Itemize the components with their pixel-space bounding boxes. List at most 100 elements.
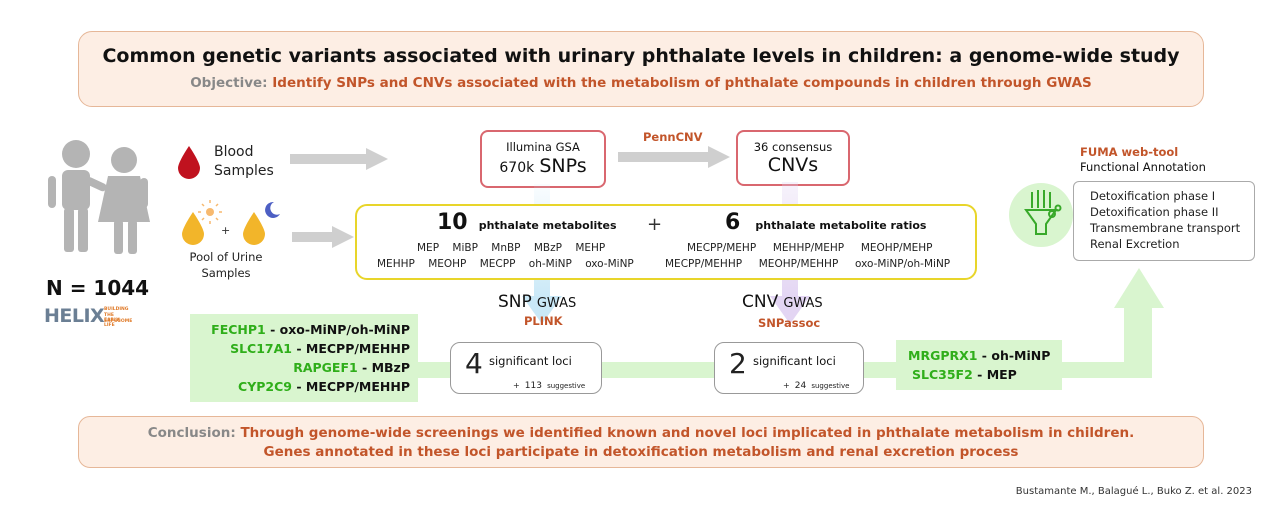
snp-genes-panel: FECHP1 - oxo-MiNP/oh-MiNP SLC17A1 - MECP… xyxy=(190,314,418,402)
gene-sep: - xyxy=(291,379,306,394)
snp-suggestive-text: suggestive xyxy=(547,382,586,390)
urine-label-1: Pool of Urine xyxy=(189,250,263,264)
gene-trait: oxo-MiNP/oh-MiNP xyxy=(279,322,410,337)
blood-label-2: Samples xyxy=(214,163,274,179)
cnv-loci-text: significant loci xyxy=(753,354,836,368)
annotation-funnel-icon xyxy=(1009,183,1073,247)
flow-arrow-up-icon xyxy=(1114,268,1164,308)
cnv-genes-panel: MRGPRX1 - oh-MiNP SLC35F2 - MEP xyxy=(896,340,1062,390)
cnv-gene-row: MRGPRX1 - oh-MiNP xyxy=(908,348,1050,363)
citation: Bustamante M., Balagué L., Buko Z. et al… xyxy=(1015,486,1252,497)
gene-name: RAPGEF1 xyxy=(293,360,358,375)
snp-suggestive: + 113 suggestive xyxy=(513,373,585,392)
metabolite: MECPP xyxy=(479,258,516,270)
urine-drops-icon xyxy=(182,200,280,245)
snp-gene-row: FECHP1 - oxo-MiNP/oh-MiNP xyxy=(211,322,410,337)
blood-drop-icon xyxy=(178,146,200,179)
cnv-gwas-a: CNV xyxy=(742,292,779,312)
urine-label-2: Samples xyxy=(201,266,251,280)
cnv-suggestive-text: suggestive xyxy=(811,382,850,390)
snp-array-box: Illumina GSA 670k SNPs xyxy=(480,130,606,188)
ratio: MECPP/MEHHP xyxy=(665,258,743,270)
gene-name: SLC17A1 xyxy=(230,341,292,356)
fuma-item: Detoxification phase II xyxy=(1090,205,1219,219)
snp-count-label: SNPs xyxy=(539,155,587,177)
metabolite: MEHP xyxy=(575,242,606,254)
cohort-size: N = 1044 xyxy=(46,276,150,300)
gene-trait: MBzP xyxy=(371,360,410,375)
snp-gwas-b: GWAS xyxy=(536,296,577,311)
title-panel: Common genetic variants associated with … xyxy=(78,31,1204,107)
gene-sep: - xyxy=(265,322,280,337)
helix-logo-tag-1: BUILDING xyxy=(104,307,129,312)
cnv-label: CNVs xyxy=(767,154,819,176)
snp-suggestive-num: 113 xyxy=(524,381,542,391)
snp-loci-text: significant loci xyxy=(489,354,572,368)
arrow-right-icon xyxy=(292,226,354,248)
snp-loci-num: 4 xyxy=(465,347,483,380)
fuma-annotation-list: Detoxification phase I Detoxification ph… xyxy=(1073,181,1255,261)
helix-logo-tag-3: EXPOSOME xyxy=(104,319,133,324)
metabolite-count-label: phthalate metabolites xyxy=(478,219,617,232)
metabolite: oh-MiNP xyxy=(528,258,572,270)
ratio: MEOHP/MEHP xyxy=(860,242,933,254)
helix-logo-text: HELIX xyxy=(44,305,105,327)
gene-name: FECHP1 xyxy=(211,322,266,337)
gene-trait: MECPP/MEHHP xyxy=(305,379,410,394)
gene-name: CYP2C9 xyxy=(238,379,292,394)
ratio: oxo-MiNP/oh-MiNP xyxy=(855,258,951,270)
metabolite: MEHHP xyxy=(377,258,415,270)
fuma-item: Transmembrane transport xyxy=(1090,221,1241,235)
gene-sep: - xyxy=(357,360,372,375)
gene-sep: - xyxy=(972,367,987,382)
snp-suggestive-plus: + xyxy=(513,381,520,390)
conclusion-line1: Conclusion: Through genome-wide screenin… xyxy=(79,425,1203,441)
fuma-item: Renal Excretion xyxy=(1090,237,1180,251)
metabolite: MnBP xyxy=(491,242,521,254)
objective-text: Identify SNPs and CNVs associated with t… xyxy=(272,75,1092,91)
cnv-gwas-b: GWAS xyxy=(783,296,823,311)
plink-label: PLINK xyxy=(524,314,563,328)
snp-gwas-a: SNP xyxy=(498,292,532,312)
arrow-right-icon xyxy=(290,148,388,170)
metabolite: MiBP xyxy=(452,242,478,254)
urine-plus: + xyxy=(221,224,231,237)
gene-name: SLC35F2 xyxy=(912,367,973,382)
cnv-gene-row: SLC35F2 - MEP xyxy=(912,367,1017,382)
cnv-loci-box: 2 significant loci + 24 suggestive xyxy=(714,342,864,394)
metabolites-panel: 10 phthalate metabolites + 6 phthalate m… xyxy=(355,204,977,280)
ratio-row1: MECPP/MEHP MEHHP/MEHP MEOHP/MEHP xyxy=(687,242,933,254)
metabolite-count-row: 10 phthalate metabolites xyxy=(437,210,617,235)
ratio-count-row: 6 phthalate metabolite ratios xyxy=(725,210,926,235)
snp-gene-row: SLC17A1 - MECPP/MEHHP xyxy=(230,341,410,356)
snp-count: 670k SNPs xyxy=(482,155,604,177)
metabolite-row1: MEP MiBP MnBP MBzP MEHP xyxy=(417,242,605,254)
arrow-right-icon xyxy=(618,146,730,168)
gene-trait: MECPP/MEHHP xyxy=(305,341,410,356)
snp-gene-row: CYP2C9 - MECPP/MEHHP xyxy=(238,379,410,394)
fuma-subtitle: Functional Annotation xyxy=(1080,160,1206,174)
metabolite: MEP xyxy=(417,242,440,254)
gene-sep: - xyxy=(291,341,306,356)
conclusion-line2: Genes annotated in these loci participat… xyxy=(263,444,1019,460)
cnv-box: 36 consensus CNVs xyxy=(736,130,850,186)
snp-gene-row: RAPGEF1 - MBzP xyxy=(293,360,410,375)
metabolite: MBzP xyxy=(533,242,562,254)
fuma-item: Detoxification phase I xyxy=(1090,189,1216,203)
objective-label: Objective: xyxy=(190,75,268,91)
snpassoc-label: SNPassoc xyxy=(758,316,821,330)
blood-label-1: Blood xyxy=(214,144,254,160)
gene-trait: oh-MiNP xyxy=(991,348,1051,363)
snp-array-name: Illumina GSA xyxy=(506,140,580,154)
metabolite: oxo-MiNP xyxy=(585,258,634,270)
cnv-suggestive: + 24 suggestive xyxy=(783,373,849,392)
ratio-row2: MECPP/MEHHP MEOHP/MEHHP oxo-MiNP/oh-MiNP xyxy=(665,258,950,270)
snp-loci-box: 4 significant loci + 113 suggestive xyxy=(450,342,602,394)
cnv-count: 36 consensus xyxy=(753,140,833,154)
conclusion-text1: Through genome-wide screenings we identi… xyxy=(240,425,1135,441)
ratio: MECPP/MEHP xyxy=(687,242,757,254)
ratio-count: 6 xyxy=(725,210,741,235)
ratio-count-label: phthalate metabolite ratios xyxy=(755,219,927,232)
helix-logo-tag-2: THE EARLY-LIFE xyxy=(104,313,121,328)
